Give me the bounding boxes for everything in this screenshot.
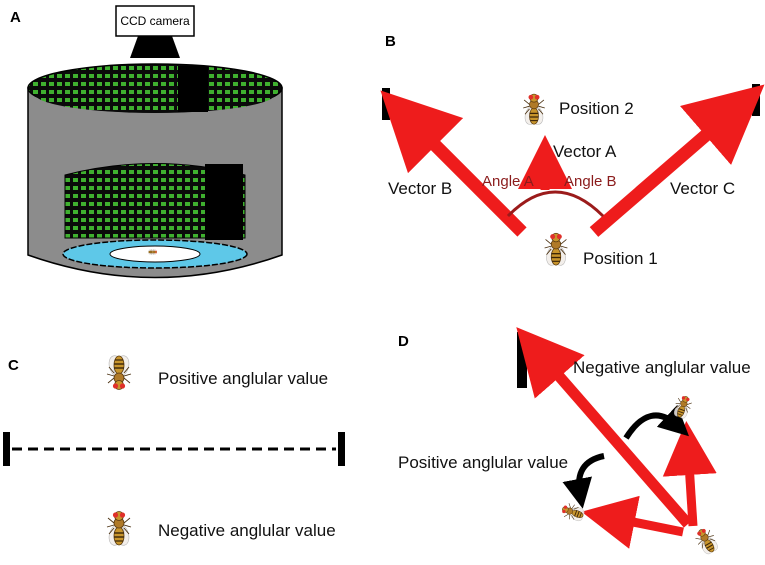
- fly-negative-d-icon: [670, 393, 695, 422]
- negative-curved-arrow-icon: [623, 404, 689, 440]
- angle-a-label: Angle A: [482, 173, 534, 190]
- vector-c-arrow: [589, 84, 765, 237]
- panel-b: B Position 2 Vector A Vector B Vector C …: [380, 33, 765, 268]
- negative-turn-arrow: [662, 421, 717, 527]
- ccd-camera-label: CCD camera: [120, 14, 190, 28]
- panel-a-letter: A: [10, 9, 21, 26]
- fly-origin-d-icon: [691, 524, 723, 559]
- positive-curved-arrow-icon: [562, 453, 605, 509]
- landmark-left: [382, 88, 390, 120]
- angle-arc: [506, 190, 605, 218]
- panel-b-letter: B: [385, 33, 396, 50]
- vector-c-label: Vector C: [670, 179, 735, 198]
- landmark-vector-arrow: [516, 327, 693, 528]
- vector-b-arrow: [380, 90, 527, 237]
- negative-angle-label: Negative anglular value: [158, 521, 336, 540]
- arena-center: [109, 245, 201, 263]
- fly-negative-icon: [105, 510, 133, 548]
- panel-c: C Positive anglular value Negative anglu…: [3, 353, 345, 548]
- fly-position-1-icon: [543, 232, 569, 268]
- positive-turn-arrow: [581, 495, 684, 549]
- landmark-right: [752, 84, 760, 116]
- vector-a-label: Vector A: [553, 142, 617, 161]
- top-black-stripe: [178, 66, 208, 112]
- panel-d: D Negative anglular value Positive anglu…: [398, 327, 751, 559]
- window-grid: [64, 163, 246, 239]
- fly-positive-icon: [105, 353, 133, 391]
- ccd-camera-body: [115, 5, 195, 37]
- window-black-stripe: [205, 164, 243, 240]
- positive-angle-label-d: Positive anglular value: [398, 453, 568, 472]
- positive-angle-label: Positive anglular value: [158, 369, 328, 388]
- angle-b-label: Angle B: [564, 173, 617, 190]
- position-1-label: Position 1: [583, 249, 658, 268]
- dashed-line-left-cap: [3, 432, 10, 466]
- top-inner-grid: [35, 75, 275, 113]
- panel-a: A CCD camera: [10, 5, 283, 279]
- panel-c-letter: C: [8, 357, 19, 374]
- vector-b-label: Vector B: [388, 179, 452, 198]
- landmark-d: [517, 332, 527, 388]
- panel-d-letter: D: [398, 333, 409, 350]
- position-2-label: Position 2: [559, 99, 634, 118]
- fly-positive-d-icon: [559, 500, 588, 525]
- negative-angle-label-d: Negative anglular value: [573, 358, 751, 377]
- ccd-camera-lens: [130, 36, 180, 58]
- fly-position-2-icon: [522, 93, 546, 127]
- dashed-line-right-cap: [338, 432, 345, 466]
